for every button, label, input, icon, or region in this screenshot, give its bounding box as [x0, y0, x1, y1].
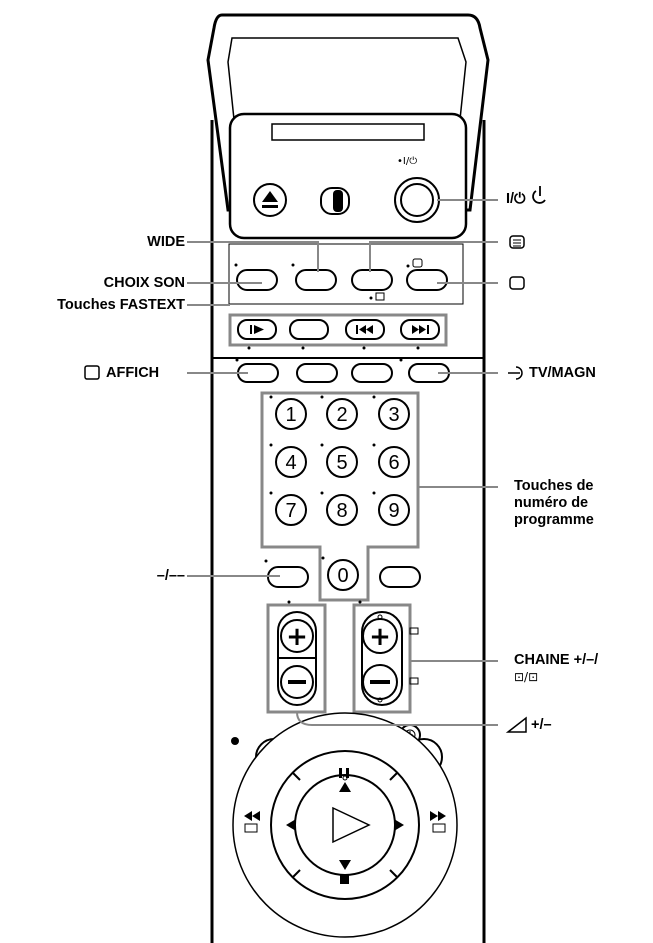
label-power: I/⏻: [506, 191, 526, 207]
prev-icon: [356, 325, 373, 334]
button-group-top: [228, 243, 464, 305]
label-affich: AFFICH: [106, 365, 160, 381]
number-key-label: 2: [336, 404, 347, 426]
number-key-label: 4: [285, 452, 296, 474]
teletext-icon: [509, 235, 525, 249]
number-key-3[interactable]: [378, 398, 410, 430]
number-key-label: 3: [388, 404, 399, 426]
number-key-label: 5: [336, 452, 347, 474]
number-key-7[interactable]: [275, 494, 307, 526]
svg-text:+: +: [286, 622, 308, 652]
left-arrow-icon: [286, 819, 296, 831]
pause-icon: [339, 768, 349, 778]
number-key-1[interactable]: [275, 398, 307, 430]
number-key-label: 8: [336, 500, 347, 522]
label-chaine: CHAINE +/–/ ⊡/⊡: [514, 652, 599, 684]
label-tv-magn: TV/MAGN: [529, 365, 596, 381]
number-key-6[interactable]: [378, 446, 410, 478]
indicator-dot: [231, 737, 239, 745]
up-arrow-icon: [339, 782, 351, 792]
label-volume: +/–: [531, 717, 552, 733]
remote-body: [210, 120, 486, 943]
power-symbol-icon: [532, 186, 546, 204]
ffwd-icon: [430, 811, 446, 833]
number-keys: 1 2 3 4 5 6 7 8 9 0: [269, 395, 410, 591]
rewind-icon: [244, 811, 260, 833]
affich-icon: [84, 365, 100, 380]
number-key-2[interactable]: [326, 398, 358, 430]
right-arrow-icon: [394, 819, 404, 831]
numpad-group: [260, 391, 420, 602]
play-triangle-icon: [332, 806, 371, 844]
stop-icon: [340, 875, 349, 884]
button-display-3[interactable]: [351, 363, 393, 383]
number-key-label: 6: [388, 452, 399, 474]
button-tv-off[interactable]: [406, 269, 448, 291]
button-right-of-zero[interactable]: [379, 566, 421, 588]
button-choix-son[interactable]: [236, 269, 278, 291]
number-key-0[interactable]: [327, 559, 359, 591]
down-arrow-icon: [339, 860, 351, 870]
label-programme: Touches de numéro de programme: [514, 478, 594, 528]
label-fastext: Touches FASTEXT: [57, 297, 185, 313]
slide-switch[interactable]: [320, 187, 350, 215]
fastext-button-2[interactable]: [289, 319, 329, 340]
volume-triangle-icon: [505, 716, 527, 733]
number-key-label: 7: [285, 500, 296, 522]
eject-icon: [262, 191, 278, 208]
channel-group: [352, 603, 412, 714]
next-icon: [412, 325, 429, 334]
top-panel-slot: [271, 123, 425, 141]
svg-text:+: +: [369, 622, 391, 652]
fastext-group: [228, 313, 448, 347]
number-key-label: 0: [337, 565, 348, 587]
button-wide[interactable]: [295, 269, 337, 291]
number-key-8[interactable]: [326, 494, 358, 526]
number-key-4[interactable]: [275, 446, 307, 478]
button-display-2[interactable]: [296, 363, 338, 383]
power-button-inner: [400, 183, 434, 217]
button-teletext[interactable]: [351, 269, 393, 291]
label-dash: –/––: [156, 568, 185, 584]
power-marker: •I/⏻: [397, 156, 417, 167]
volume-plus[interactable]: [280, 619, 314, 653]
tv-magn-icon: [508, 366, 523, 380]
tv-off-icon: [509, 276, 525, 290]
number-key-5[interactable]: [326, 446, 358, 478]
play-icon: [250, 325, 264, 334]
number-key-label: 1: [285, 404, 296, 426]
callout-lines: [187, 199, 498, 726]
number-key-label: 9: [388, 500, 399, 522]
label-choix-son: CHOIX SON: [103, 275, 185, 291]
number-key-9[interactable]: [378, 494, 410, 526]
label-wide: WIDE: [147, 234, 185, 250]
